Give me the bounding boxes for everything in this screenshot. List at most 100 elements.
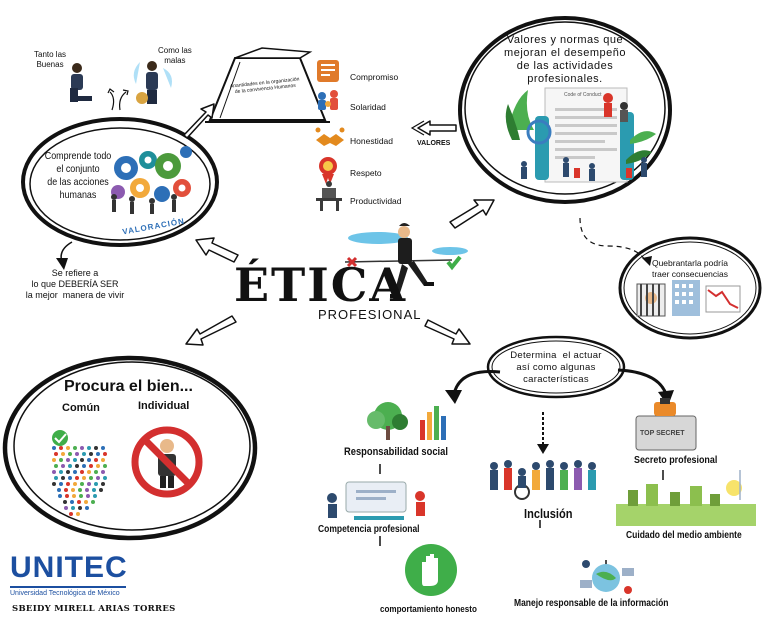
crowd-person [82,476,86,480]
crowd-person [52,482,56,486]
gears-illustration [111,146,192,214]
crowd-person [96,476,100,480]
crowd-person [89,476,93,480]
medal-icon [319,157,337,184]
crowd-person [66,482,70,486]
crowd-person [72,494,76,498]
crowd-person [70,500,74,504]
buenas-label: Tanto las Buenas [34,50,67,69]
arrow-to-determina [424,319,471,345]
crowd-person [94,458,98,462]
crowd-person [59,446,63,450]
consequences-bubble [618,236,762,340]
crowd-person [85,488,89,492]
crowd-person [101,482,105,486]
crowd-person [94,446,98,450]
inclusion-label: Inclusión [524,506,573,521]
crowd-person [73,482,77,486]
crowd-person [73,458,77,462]
crowd-person [78,506,82,510]
jail-illustration [636,280,741,317]
crowd-person [66,470,70,474]
crowd-person [89,452,93,456]
crowd-person [64,488,68,492]
crowd-person [101,446,105,450]
determina-bubble [486,335,626,399]
pyramid-shape [205,47,330,123]
people-icon [318,90,338,110]
crowd-person [61,464,65,468]
crowd-person [80,470,84,474]
crowd-person [52,446,56,450]
crowd-person [66,446,70,450]
refers-text: Se refiere a lo que DEBERÍA SER la mejor… [25,268,125,300]
crowd-person [71,488,75,492]
handshake-icon [315,127,345,146]
page-subtitle: PROFESIONAL [318,307,422,322]
crowd-person [82,464,86,468]
honesto-label: comportamiento honesto [380,604,477,615]
crowd-person [78,488,82,492]
logo-underline [10,586,126,588]
crowd-person [54,464,58,468]
crowd-person [75,464,79,468]
crowd-person [54,452,58,456]
crowd-person [80,458,84,462]
balancing-man-illustration [344,223,468,298]
competencia-label: Competencia profesional [318,524,420,535]
crowd-person [101,470,105,474]
crowd-person [99,488,103,492]
crowd-person [58,494,62,498]
crowd-person [87,458,91,462]
secreto-label: Secreto profesional [634,454,718,466]
crowd-people [48,444,118,518]
crowd-person [77,500,81,504]
crowd-person [59,458,63,462]
crowd-person [87,482,91,486]
crowd-person [52,458,56,462]
crowd-person [68,452,72,456]
crowd-person [75,452,79,456]
crowd-person [73,446,77,450]
valores-label: VALORES [417,140,451,147]
valoracion-bubble [21,117,219,247]
determina-text: Determina el actuar así como algunas car… [510,350,602,385]
top-secret-folder-icon [635,398,697,451]
crowd-person [85,506,89,510]
honest-hand-icon [405,544,457,596]
crowd-person [61,452,65,456]
value-item-productividad: Productividad [350,196,402,206]
crowd-person [86,494,90,498]
crowd-person [73,470,77,474]
page-title: ÉTICA [234,258,408,312]
green-city-illustration [616,470,756,526]
consequences-text: Quebrantarla podría traer consecuencias [651,258,729,279]
crowd-person [103,476,107,480]
value-item-honestidad: Honestidad [350,136,394,146]
crowd-person [80,446,84,450]
crowd-person [54,476,58,480]
crowd-person [96,464,100,468]
valores-arrow [417,120,457,136]
crowd-person [64,506,68,510]
crowd-person [71,506,75,510]
crowd-person [57,488,61,492]
crowd-person [103,464,107,468]
crowd-person [84,500,88,504]
arrow-to-procura [185,315,237,346]
crowd-person [101,458,105,462]
arrow-to-top-right [449,199,495,229]
crowd-person [94,482,98,486]
crowd-person [93,494,97,498]
crowd-person [91,500,95,504]
responsabilidad-label: Responsabilidad social [344,446,448,458]
desk-icon [316,181,342,211]
inclusion-people-illustration [490,460,596,500]
money-person-icon [133,61,172,104]
crowd-illustration [52,430,68,446]
value-item-solaridad: Solaridad [350,102,386,112]
crowd-person [68,476,72,480]
crowd-person [87,446,91,450]
top-right-text: Valores y normas que mejoran el desempeñ… [504,34,626,85]
